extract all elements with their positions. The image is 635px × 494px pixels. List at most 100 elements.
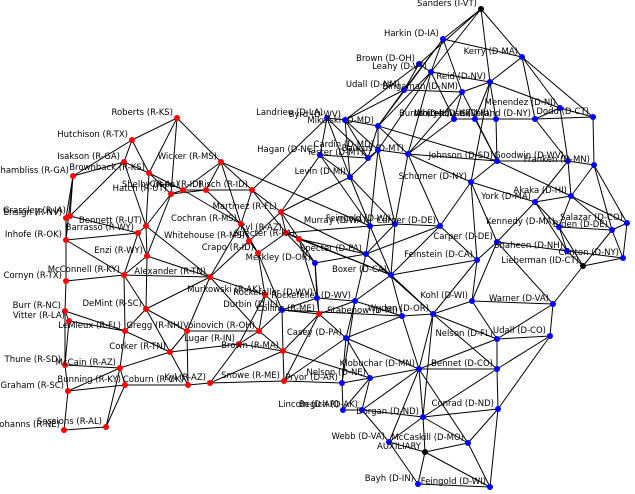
node-label: Nelson (D-NE): [306, 368, 366, 378]
node-label: Bingaman (D-NM): [382, 82, 458, 92]
node-dot: [144, 253, 150, 259]
node-label: Graham (R-SC): [1, 381, 64, 391]
node-label: Udall (D-NM): [346, 80, 400, 90]
node-label: McCain (R-AZ): [56, 358, 116, 368]
node-dot: [416, 61, 422, 67]
node-alexander: Alexander (R-TN): [134, 267, 213, 280]
node-kyl: Kyl (R-AZ): [240, 223, 289, 236]
node-label: Levin (D-MI): [295, 167, 346, 177]
edge-grassley-barrasso: [69, 215, 139, 234]
node-dot: [392, 221, 398, 227]
edge-reid-menendez: [489, 81, 561, 109]
node-dot: [324, 115, 330, 121]
edge-merkley-specter: [314, 253, 367, 264]
node-label: Stabenow (D-MI): [327, 306, 398, 316]
edge-specter-rockefeller: [354, 253, 367, 302]
node-label: Franken (D-MN): [524, 155, 590, 165]
edge-gillibrand-goodwin: [534, 118, 569, 162]
node-dot: [405, 151, 411, 157]
edge-kyl-crapo_id: [257, 232, 287, 254]
node-dot: [317, 152, 323, 158]
node-dot: [388, 272, 394, 278]
node-akaka: Akaka (D-HI): [513, 186, 574, 199]
node-label: Enzi (R-WY): [94, 246, 143, 256]
node-brownback: Brownback (R-KS): [69, 163, 152, 176]
node-dot: [65, 388, 71, 394]
edge-hutchison-isakson: [123, 139, 133, 163]
node-dot: [296, 236, 302, 242]
edge-feinstein-wyden: [432, 259, 478, 315]
node-dot: [339, 380, 345, 386]
node-dot: [375, 147, 381, 153]
edge-kohl-wyden: [432, 300, 473, 315]
node-label: Kennedy (D-MA): [486, 217, 555, 227]
node-label: Bennet (D-CO): [431, 359, 493, 369]
node-dot: [459, 89, 465, 95]
node-dot: [359, 407, 365, 413]
edge-leahy-burris: [430, 71, 455, 120]
edge-hagan-murray: [319, 154, 371, 227]
node-label: Sanders (I-VT): [417, 0, 477, 9]
node-label: Hutchison (R-TX): [57, 130, 128, 140]
node-label: Clinton (D-NY): [559, 248, 619, 258]
edge-enzi-demint: [145, 255, 148, 310]
edge-stabenow-klobuchar: [401, 315, 420, 370]
node-dot: [367, 223, 373, 229]
edge-kerry-reid: [489, 56, 523, 83]
edge-martinez-whitehouse_ms: [248, 211, 282, 242]
node-label: Grassley (R-IA): [3, 206, 66, 216]
edge-baucus-schumer: [407, 153, 472, 183]
node-label: AUXILIARY: [377, 442, 422, 452]
edge-wicker-risch: [220, 161, 253, 191]
node-kyl_az: Kyl (R-AZ): [164, 373, 213, 386]
node-kohl: Kohl (D-WI): [420, 291, 475, 304]
node-label: Goodwin (D-WV): [494, 151, 564, 161]
node-dot: [180, 187, 186, 193]
node-dot: [472, 116, 478, 122]
node-dodd: Dodd (D-CT): [536, 107, 596, 120]
edge-hagan-tester: [319, 154, 369, 159]
node-dot: [278, 209, 284, 215]
edge-inouye-johnson: [474, 118, 498, 162]
node-dot: [352, 298, 358, 304]
node-dot: [129, 137, 135, 143]
node-shelby: Shelby (R-AL): [122, 180, 186, 193]
edge-nelson_ne-begich: [361, 377, 371, 411]
node-label: Lieberman (ID-CT): [501, 256, 579, 266]
node-dot: [279, 307, 285, 313]
node-label: Sessions (R-AL): [37, 417, 102, 427]
edge-franken-biden: [593, 164, 613, 231]
edge-specter_r-specter: [298, 238, 367, 255]
node-dot: [550, 301, 556, 307]
edge-wicker-shelby: [182, 161, 222, 191]
node-label: Biden (D-DE): [553, 220, 608, 230]
node-dot: [451, 116, 457, 122]
node-label: Reid (D-NV): [436, 72, 486, 82]
node-dot: [487, 79, 493, 85]
node-dorgan: Dorgan (D-ND): [356, 407, 426, 420]
edge-dorgan-webb: [388, 416, 424, 443]
node-bennet: Bennet (D-CO): [431, 359, 500, 372]
edge-crapo-cochran: [205, 189, 242, 225]
node-dot: [401, 87, 407, 93]
node-whitehouse_ms: Whitehouse (R-MS): [164, 231, 252, 244]
node-martinez: Martinez (R-FL): [213, 202, 284, 215]
node-dot: [565, 158, 571, 164]
node-biden: Biden (D-DE): [553, 220, 615, 233]
edge-demint-gregg: [145, 308, 188, 332]
node-carper_de: Carper (D-DE): [376, 216, 443, 229]
edge-mikulski-baucus: [377, 125, 409, 155]
node-label: Dorgan (D-ND): [356, 407, 419, 417]
node-menendez: Menendez (D-NJ): [485, 98, 563, 111]
network-edges: [63, 8, 628, 488]
edge-hutchison-brownback: [131, 139, 150, 174]
edge-sanders-leahy: [430, 8, 482, 73]
edge-johnson-akaka: [496, 160, 572, 197]
node-label: Feingold (D-WI): [326, 214, 391, 224]
node-label: Collins (R-ME): [256, 304, 315, 314]
node-label: Corker (R-TN): [109, 342, 166, 352]
node-dot: [249, 187, 255, 193]
node-label: Tester (D-MT): [306, 148, 364, 158]
node-dot: [255, 250, 261, 256]
node-dot: [167, 349, 173, 355]
